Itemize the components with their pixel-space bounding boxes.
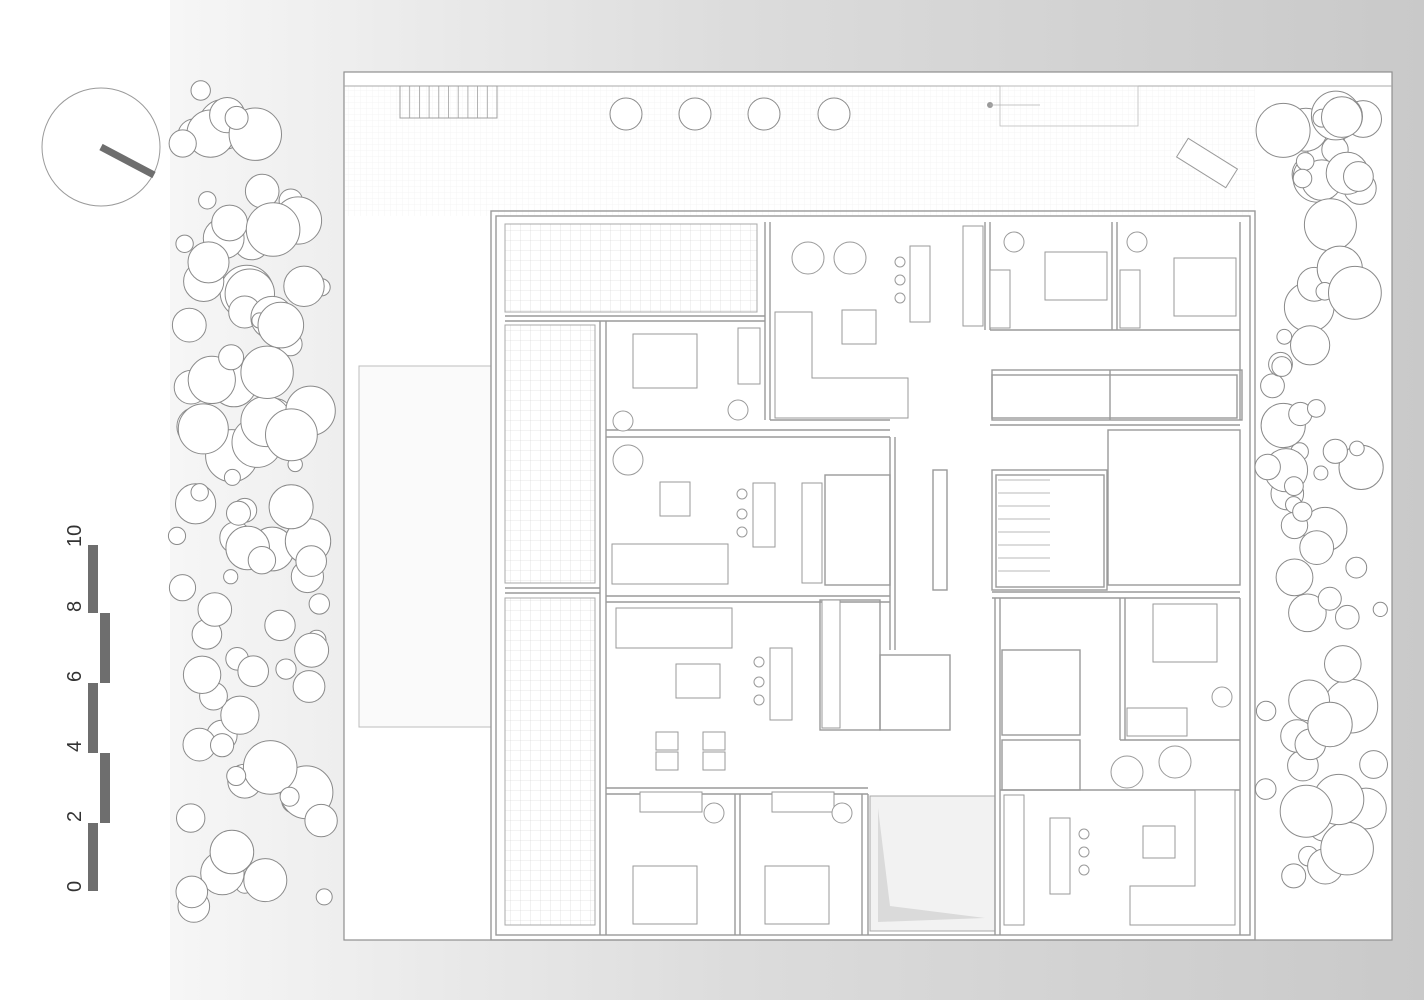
tree-canopy	[304, 803, 338, 838]
tree-canopy	[294, 632, 330, 668]
tree-canopy	[177, 403, 229, 455]
tree-canopy	[1255, 102, 1311, 158]
north-arrow-icon	[41, 87, 161, 207]
tree-canopy	[1281, 863, 1307, 889]
tree-canopy	[1372, 601, 1388, 618]
tree-canopy	[1284, 476, 1304, 497]
scale-label-8: 8	[64, 601, 86, 612]
tree-canopy	[197, 592, 233, 627]
tree-canopy	[1288, 593, 1327, 633]
tree-canopy	[211, 204, 249, 242]
tree-canopy	[1359, 750, 1388, 779]
tree-canopy	[1299, 530, 1335, 565]
tree-canopy	[1349, 440, 1365, 457]
tree-canopy	[247, 546, 277, 575]
tree-canopy	[1276, 328, 1293, 345]
tree-canopy	[224, 105, 249, 130]
scale-label-10: 10	[64, 525, 86, 547]
tree-canopy	[245, 202, 301, 257]
entry-steps	[399, 85, 498, 119]
tree-canopy	[1345, 556, 1368, 579]
tree-canopy	[198, 191, 217, 210]
tree-canopy	[1317, 586, 1342, 611]
tree-canopy	[292, 670, 326, 703]
tree-canopy	[1271, 356, 1293, 377]
tree-canopy	[1307, 399, 1326, 418]
tree-canopy	[257, 301, 305, 349]
tree-canopy	[1313, 465, 1329, 481]
tree-canopy	[265, 408, 318, 462]
tree-canopy	[1292, 501, 1313, 522]
terrace-north	[504, 223, 758, 313]
tree-canopy	[242, 740, 298, 795]
tree-canopy	[175, 875, 209, 909]
tree-canopy	[1290, 325, 1331, 366]
bench	[1175, 137, 1239, 189]
tree-canopy	[237, 655, 269, 688]
tree-canopy	[240, 345, 294, 399]
tree-canopy	[187, 355, 236, 404]
tree-canopy	[226, 766, 247, 786]
tree-canopy	[218, 344, 245, 371]
tree-canopy	[168, 129, 197, 158]
tree-canopy	[1321, 96, 1363, 138]
tree-canopy	[1254, 778, 1277, 800]
tree-canopy	[1320, 821, 1374, 876]
tree-canopy	[1279, 784, 1333, 838]
tree-canopy	[243, 858, 288, 903]
tree-canopy	[175, 234, 194, 254]
building-walls	[490, 210, 1256, 941]
tree-canopy	[190, 483, 209, 502]
tree-canopy	[182, 655, 222, 694]
tree-canopy	[1260, 373, 1285, 399]
scale-label-2: 2	[64, 811, 86, 822]
pool-outline	[358, 365, 492, 728]
courtyard-paving	[345, 86, 1255, 216]
tree-canopy	[1295, 152, 1315, 171]
tree-canopy	[167, 526, 187, 546]
tree-canopy	[1324, 645, 1362, 683]
tree-canopy	[279, 786, 300, 807]
tree-canopy	[295, 545, 328, 577]
scale-label-6: 6	[64, 671, 86, 682]
tree-canopy	[1303, 198, 1357, 252]
tree-canopy	[190, 80, 211, 101]
tree-canopy	[1292, 168, 1313, 189]
scale-label-4: 4	[64, 741, 86, 752]
tree-canopy	[176, 803, 206, 833]
tree-canopy	[168, 574, 197, 602]
scale-labels: 0 2 4 6 8 10	[64, 525, 86, 892]
tree-canopy	[220, 695, 260, 735]
furniture	[609, 97, 1237, 926]
landscape-trees	[167, 80, 1388, 923]
tree-canopy	[264, 609, 296, 642]
tree-canopy	[1275, 558, 1314, 597]
terrace-west-upper	[504, 324, 596, 584]
tree-canopy	[1343, 161, 1374, 192]
tree-canopy	[268, 484, 314, 530]
tree-canopy	[1307, 701, 1353, 748]
scale-bar-icon	[88, 545, 110, 891]
tree-canopy	[209, 829, 255, 875]
tree-canopy	[275, 658, 297, 680]
tree-canopy	[1254, 453, 1281, 481]
tree-canopy	[223, 468, 241, 486]
tree-canopy	[308, 593, 330, 615]
scale-label-0: 0	[64, 881, 86, 892]
tree-canopy	[223, 569, 239, 585]
terrace-west-lower	[504, 597, 596, 926]
tree-canopy	[1322, 438, 1348, 464]
tree-canopy	[1255, 700, 1277, 722]
tree-canopy	[1335, 604, 1360, 630]
entry-ramp	[987, 85, 1139, 127]
tree-canopy	[210, 733, 235, 758]
tree-canopy	[187, 241, 230, 284]
tree-canopy	[315, 888, 333, 906]
tree-canopy	[283, 265, 325, 307]
tree-canopy	[171, 307, 207, 343]
tree-canopy	[1328, 265, 1382, 320]
tree-canopy	[226, 500, 251, 526]
